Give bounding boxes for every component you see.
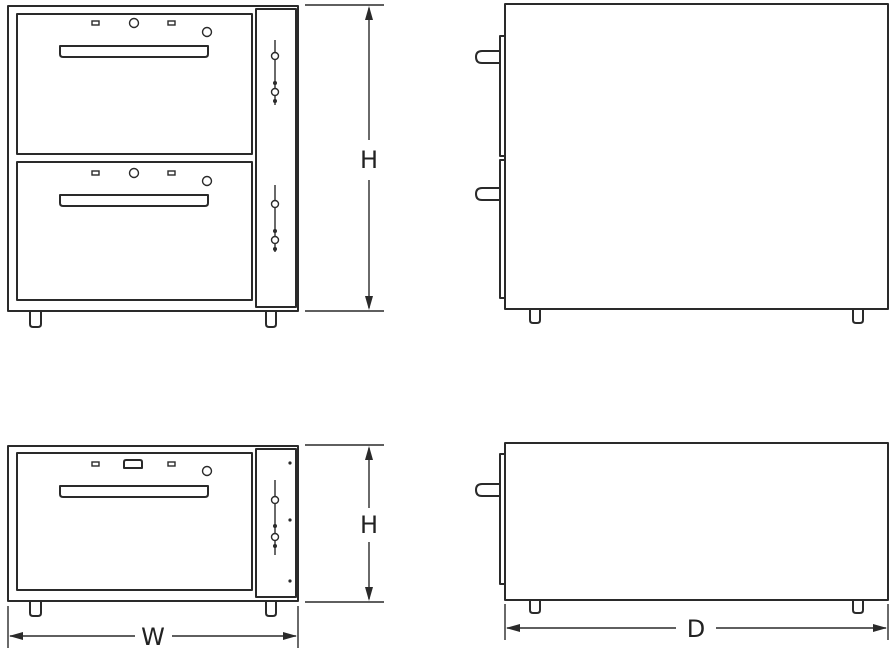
foot	[529, 309, 541, 324]
foot	[529, 600, 541, 614]
pilot-light	[273, 229, 277, 233]
drawer-front-edge	[499, 35, 506, 157]
latch	[123, 459, 143, 469]
control-panel	[255, 8, 297, 308]
screw	[288, 579, 292, 583]
vent-slot	[91, 170, 100, 176]
panel-controls	[270, 461, 292, 583]
two-drawer-front-view	[7, 5, 299, 328]
pilot-light	[273, 81, 277, 85]
drawer-handle	[59, 45, 209, 58]
foot	[265, 601, 277, 617]
side-handle	[475, 50, 501, 64]
control-knob	[270, 235, 280, 245]
vent-slot	[91, 20, 100, 26]
drawer-front-edge	[499, 159, 506, 299]
control-knob	[270, 51, 280, 61]
one-drawer-front-view	[7, 445, 299, 617]
side-handle	[475, 187, 501, 201]
control-knob	[270, 495, 280, 505]
indicator-light	[201, 26, 213, 38]
control-knob	[270, 199, 280, 209]
width-label: W	[141, 623, 165, 651]
drawer-lower	[16, 161, 253, 301]
drawer-face	[16, 13, 253, 155]
cabinet-body	[7, 445, 299, 602]
drawer-front-edge	[499, 453, 506, 585]
knob	[128, 167, 140, 179]
drawer-handle	[59, 485, 209, 498]
panel-controls-upper	[270, 40, 280, 105]
screw	[288, 461, 292, 465]
height-label: H	[360, 146, 378, 174]
depth-dimension: D	[504, 604, 889, 643]
vent-slot	[91, 461, 100, 467]
vent-slot	[167, 170, 176, 176]
pilot-light	[273, 524, 277, 528]
drawer-handle	[59, 194, 209, 207]
vent-slot	[167, 461, 176, 467]
drawer-upper	[16, 13, 253, 155]
indicator-light	[201, 175, 213, 187]
foot	[29, 601, 42, 617]
indicator-light	[201, 465, 213, 477]
screw	[288, 518, 292, 522]
panel-controls-lower	[270, 185, 280, 252]
two-drawer-side-view	[475, 3, 889, 324]
vent-slot	[167, 20, 176, 26]
height-dimension-upper: H	[305, 4, 384, 312]
pilot-light	[273, 99, 277, 103]
height-dimension-lower: H	[305, 444, 384, 603]
foot	[29, 311, 42, 328]
height-label: H	[360, 511, 378, 539]
knob	[128, 17, 140, 29]
foot	[852, 309, 864, 324]
pilot-light	[273, 544, 277, 548]
control-knob	[270, 87, 280, 97]
one-drawer-side-view	[475, 442, 889, 614]
pilot-light	[273, 247, 277, 251]
control-knob	[270, 532, 280, 542]
drawer-face	[16, 452, 253, 591]
side-handle	[475, 483, 501, 497]
drawer-single	[16, 452, 253, 591]
drawer-face	[16, 161, 253, 301]
cabinet-body	[7, 5, 299, 312]
depth-label: D	[687, 615, 705, 643]
side-body	[504, 3, 889, 310]
foot	[265, 311, 277, 328]
foot	[852, 600, 864, 614]
side-body	[504, 442, 889, 601]
width-dimension: W	[7, 606, 299, 651]
control-panel	[255, 448, 297, 598]
